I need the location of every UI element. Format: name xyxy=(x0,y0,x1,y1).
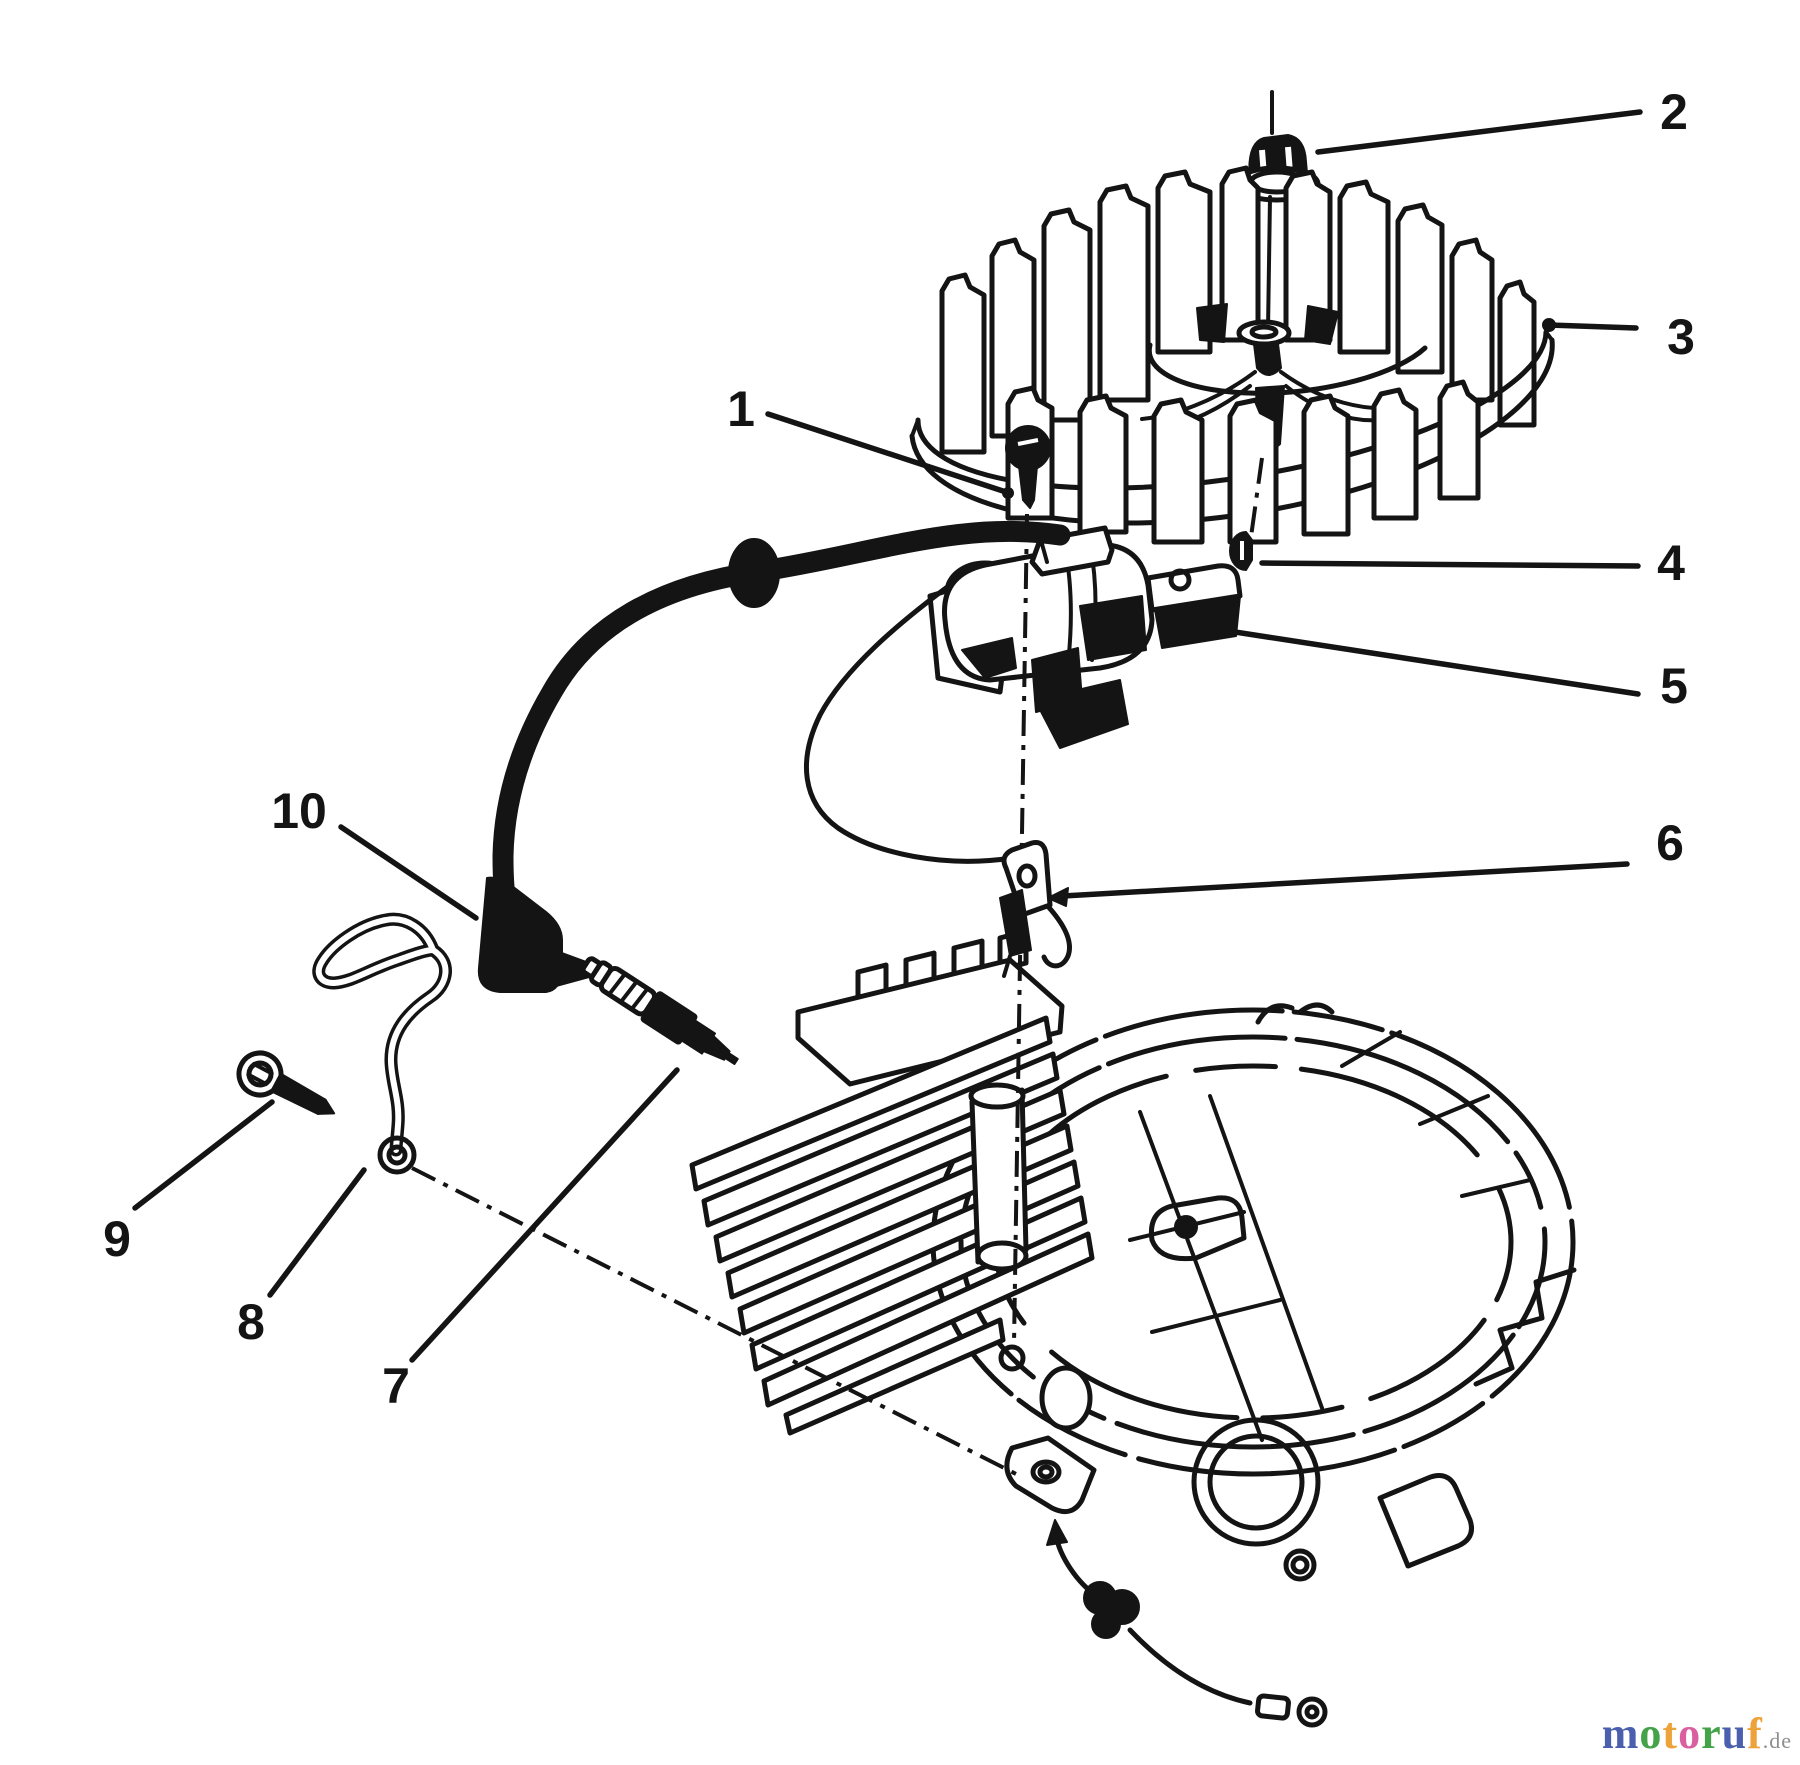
spark-plug-wire xyxy=(477,520,1071,993)
callout-1: 1 xyxy=(727,381,755,437)
wire-grommet xyxy=(728,538,780,608)
callout-8: 8 xyxy=(237,1294,265,1350)
kill-wire xyxy=(803,582,1072,978)
watermark-letter: o xyxy=(1678,1709,1702,1758)
callout-3: 3 xyxy=(1667,309,1695,365)
mounting-screw xyxy=(1005,425,1051,509)
ground-wire xyxy=(1046,1519,1328,1728)
wire-loop-bracket xyxy=(312,912,452,1175)
loop-eyelet xyxy=(377,1135,417,1175)
loop-alignment-line xyxy=(411,1166,1021,1478)
callout-10: 10 xyxy=(271,783,327,839)
woodruff-key xyxy=(1229,531,1253,571)
callout-7: 7 xyxy=(382,1358,410,1414)
watermark-letter: t xyxy=(1662,1709,1679,1758)
callout-6: 6 xyxy=(1656,815,1684,871)
callout-5: 5 xyxy=(1660,658,1688,714)
watermark-letter: u xyxy=(1721,1709,1748,1758)
callout-2: 2 xyxy=(1660,84,1688,140)
flywheel-fan xyxy=(909,165,1555,545)
watermark-suffix: .de xyxy=(1762,1728,1792,1753)
ignition-coil xyxy=(927,525,1243,749)
leader-lines xyxy=(132,109,1643,1363)
watermark-logo: motoruf.de xyxy=(1602,1708,1792,1759)
watermark-letter: f xyxy=(1747,1709,1763,1758)
blower-housing xyxy=(930,1002,1577,1582)
head-bolt-hole xyxy=(998,1344,1026,1372)
cylinder-head xyxy=(689,928,1095,1436)
wire-clamp xyxy=(999,840,1053,978)
flange-bolt xyxy=(236,1050,336,1115)
spark-plug-boot xyxy=(477,876,563,993)
ring-terminal xyxy=(1296,1696,1328,1728)
callout-labels: 1 2 3 4 5 6 7 8 9 10 xyxy=(103,84,1695,1414)
callout-9: 9 xyxy=(103,1211,131,1267)
callout-4: 4 xyxy=(1657,535,1685,591)
watermark-letter: m xyxy=(1601,1709,1640,1758)
watermark-letter: o xyxy=(1639,1709,1663,1758)
watermark-letter: r xyxy=(1701,1709,1722,1758)
spark-plug xyxy=(580,956,739,1066)
crankshaft-axis-line xyxy=(1248,457,1264,545)
